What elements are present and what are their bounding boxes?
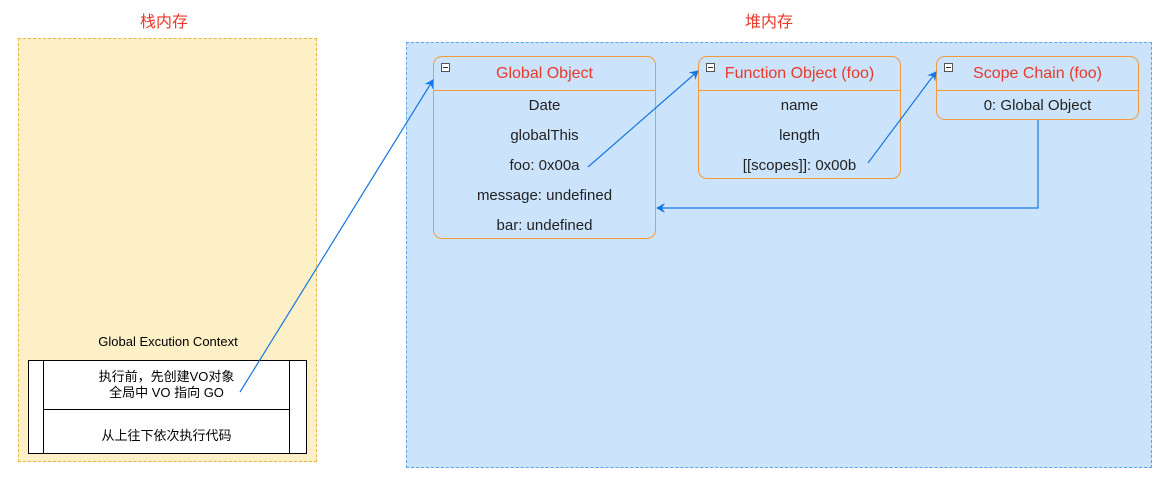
- heap-memory-title: 堆内存: [745, 14, 794, 31]
- collapse-icon[interactable]: [944, 63, 953, 72]
- global-object-row: globalThis: [510, 127, 579, 144]
- context-row1-line1: 执行前，先创建VO对象: [98, 369, 235, 384]
- scope-chain-box[interactable]: Scope Chain (foo) 0: Global Object: [936, 56, 1139, 120]
- context-row1-line2: 全局中 VO 指向 GO: [109, 385, 224, 400]
- global-object-title: Global Object: [496, 65, 593, 82]
- global-object-box[interactable]: Global Object Date globalThis foo: 0x00a…: [433, 56, 656, 239]
- context-divider: [43, 409, 290, 410]
- scope-chain-row: 0: Global Object: [983, 97, 1092, 114]
- arrow-foo-to-function-object: [587, 70, 699, 168]
- global-execution-context-label: Global Excution Context: [98, 334, 238, 349]
- function-object-header: Function Object (foo): [699, 57, 900, 91]
- context-left-bar: [43, 361, 44, 453]
- global-object-row: bar: undefined: [496, 217, 593, 234]
- global-object-row: Date: [528, 97, 561, 114]
- stack-memory-title: 栈内存: [140, 14, 189, 31]
- context-row-execute: 从上往下依次执行代码: [101, 428, 232, 443]
- arrow-scope-chain-to-global-object: [656, 120, 1039, 213]
- collapse-icon[interactable]: [706, 63, 715, 72]
- function-object-box[interactable]: Function Object (foo) name length [[scop…: [698, 56, 901, 179]
- context-right-bar: [289, 361, 290, 453]
- global-object-header: Global Object: [434, 57, 655, 91]
- function-object-row: [[scopes]]: 0x00b: [742, 157, 857, 174]
- function-object-row: name: [780, 97, 819, 114]
- arrow-vo-to-global-object: [239, 79, 434, 393]
- function-object-title: Function Object (foo): [724, 65, 875, 82]
- global-object-row: foo: 0x00a: [509, 157, 580, 174]
- scope-chain-title: Scope Chain (foo): [973, 65, 1102, 82]
- collapse-icon[interactable]: [441, 63, 450, 72]
- execution-context-box: 执行前，先创建VO对象 全局中 VO 指向 GO 从上往下依次执行代码: [28, 360, 307, 454]
- scope-chain-header: Scope Chain (foo): [937, 57, 1138, 91]
- arrow-scopes-to-scope-chain: [867, 71, 937, 164]
- global-object-row: message: undefined: [476, 187, 613, 204]
- function-object-row: length: [779, 127, 820, 144]
- context-row-create-vo: 执行前，先创建VO对象 全局中 VO 指向 GO: [43, 369, 290, 401]
